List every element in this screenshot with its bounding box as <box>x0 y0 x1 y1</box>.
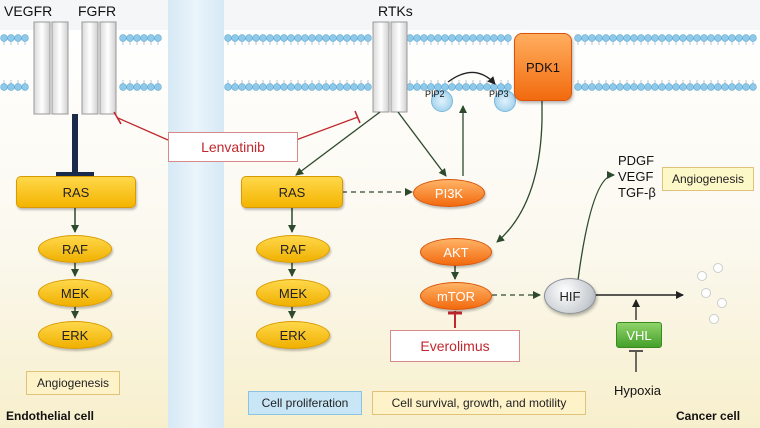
mtor-node: mTOR <box>420 282 492 310</box>
lenvatinib-box: Lenvatinib <box>168 132 298 162</box>
vegfr-label: VEGFR <box>4 3 53 19</box>
endothelial-erk-node: ERK <box>38 321 112 349</box>
vegfr-receptor-left <box>33 21 51 115</box>
growth-factor-pdgf: PDGF <box>618 153 655 168</box>
lenvatinib-inhibit-right <box>295 116 359 141</box>
cancer-erk-node: ERK <box>256 321 330 349</box>
rtks-label: RTKs <box>378 3 413 19</box>
fgfr-receptor-right <box>99 21 117 115</box>
vhl-node: VHL <box>616 322 662 348</box>
legend-cell-proliferation: Cell proliferation <box>248 391 362 415</box>
pip3-label: PIP3 <box>489 89 509 99</box>
fgfr-label: FGFR <box>78 3 117 19</box>
growth-factor-tgfb: TGF-β <box>618 185 656 200</box>
pdk1-node: PDK1 <box>514 33 572 101</box>
endothelial-cell-label: Endothelial cell <box>6 409 95 423</box>
pip2-molecule <box>431 90 453 112</box>
cancer-angiogenesis-box: Angiogenesis <box>662 167 754 191</box>
lenvatinib-inhibit-left <box>117 117 169 141</box>
cancer-raf-node: RAF <box>256 235 330 263</box>
hypoxia-label: Hypoxia <box>614 383 661 398</box>
endothelial-membrane <box>0 34 162 91</box>
hif-node: HIF <box>544 278 596 314</box>
fgfr-receptor-left <box>81 21 99 115</box>
endothelial-mek-node: MEK <box>38 279 112 307</box>
pip2-label: PIP2 <box>425 89 445 99</box>
endothelial-ras-node: RAS <box>16 176 136 208</box>
cancer-mek-node: MEK <box>256 279 330 307</box>
pi3k-node: PI3K <box>413 179 485 207</box>
endothelial-raf-node: RAF <box>38 235 112 263</box>
cancer-ras-node: RAS <box>241 176 343 208</box>
cancer-cell-label: Cancer cell <box>676 409 741 423</box>
pip3-molecule <box>494 90 516 112</box>
cancer-membrane <box>224 34 757 91</box>
rtk-receptor-left <box>372 21 390 113</box>
growth-factor-vegf: VEGF <box>618 169 654 184</box>
legend-cell-survival: Cell survival, growth, and motility <box>372 391 586 415</box>
extracellular-space <box>168 0 224 428</box>
akt-node: AKT <box>420 238 492 266</box>
rtk-receptor-right <box>390 21 408 113</box>
everolimus-box: Everolimus <box>390 330 520 362</box>
vegfr-receptor-right <box>51 21 69 115</box>
endothelial-angiogenesis-box: Angiogenesis <box>26 371 120 395</box>
